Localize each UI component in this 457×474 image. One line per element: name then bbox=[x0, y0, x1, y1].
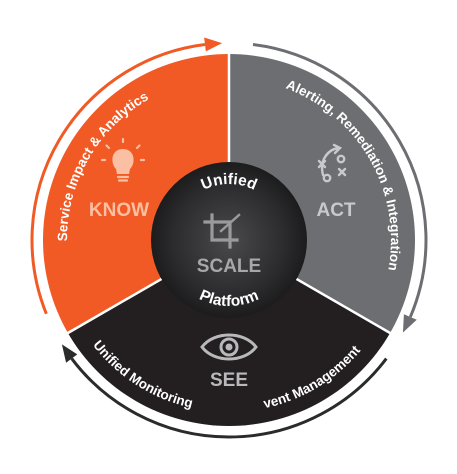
act-label: ACT bbox=[316, 200, 355, 221]
eye-icon bbox=[200, 333, 258, 361]
outer-cycle-arrows bbox=[30, 37, 428, 439]
center-bottom-label: Platform bbox=[197, 287, 261, 310]
see-segment bbox=[67, 240, 391, 426]
strategy-play-icon bbox=[317, 143, 347, 183]
dark-arrowhead-icon bbox=[61, 344, 78, 363]
see-label: SEE bbox=[210, 370, 248, 391]
center-scale-label: SCALE bbox=[197, 256, 261, 277]
center-top-label: Unified bbox=[199, 171, 260, 194]
crop-icon bbox=[203, 213, 241, 249]
gray-arrowhead-icon bbox=[402, 314, 417, 333]
lightbulb-icon bbox=[100, 137, 146, 182]
know-label: KNOW bbox=[89, 200, 149, 221]
dark-cycle-arrow bbox=[70, 357, 388, 439]
gray-cycle-arrow bbox=[252, 42, 428, 318]
orange-cycle-arrow bbox=[30, 42, 206, 315]
orange-arrowhead-icon bbox=[204, 37, 223, 52]
